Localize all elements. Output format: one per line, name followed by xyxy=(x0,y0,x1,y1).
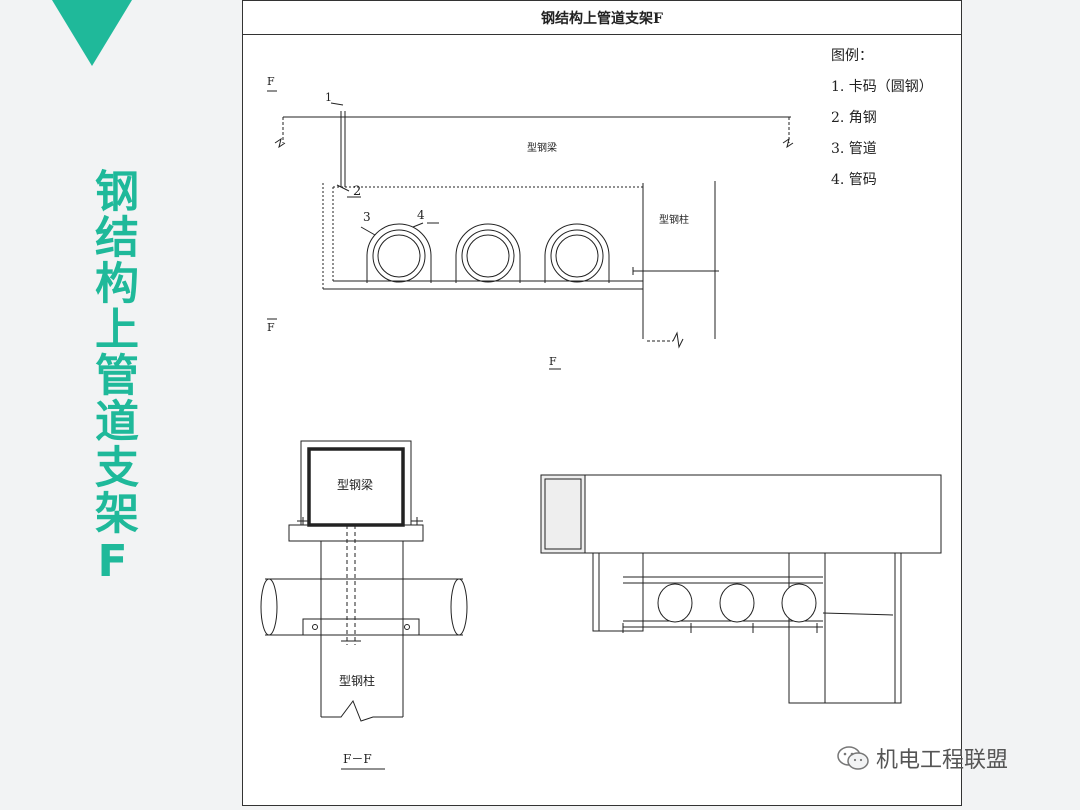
section-view-label: F－F xyxy=(343,752,372,766)
pipe-clamp-2 xyxy=(455,223,521,283)
accent-triangle xyxy=(52,0,132,66)
callout-2: 2 xyxy=(353,184,361,199)
wechat-icon xyxy=(836,745,870,771)
callout-3: 3 xyxy=(363,210,371,224)
legend: 图例： 1. 卡码（圆钢） 2. 角钢 3. 管道 4. 管码 xyxy=(831,45,933,200)
legend-heading: 图例： xyxy=(831,48,873,64)
section-column-break xyxy=(321,699,403,722)
section-lower-plate xyxy=(302,618,420,636)
support-drawing: F F F 型钢梁 型钢柱 1 2 3 4 型钢梁 型钢柱 F－F xyxy=(260,75,942,770)
watermark: 机电工程联盟 xyxy=(836,742,1008,774)
section-mark-bottom: F xyxy=(267,321,275,334)
iso-bracket-end xyxy=(592,552,644,632)
legend-item-2: 2. 角钢 xyxy=(831,110,877,126)
iso-pipe-3 xyxy=(781,583,817,623)
pipe-1 xyxy=(372,229,426,283)
callout-1: 1 xyxy=(325,91,332,104)
iso-pipe-1 xyxy=(657,583,693,623)
column-break xyxy=(672,331,684,349)
pipe-2 xyxy=(461,229,515,283)
section-view xyxy=(260,440,468,770)
pipe-clamp-1 xyxy=(366,223,432,283)
elevation-beam-label: 型钢梁 xyxy=(527,141,557,154)
isometric-view xyxy=(540,474,942,704)
side-title: 钢结构上管道支架F xyxy=(87,168,138,589)
sheet-title: 钢结构上管道支架F xyxy=(243,1,961,35)
beam-break-left xyxy=(274,137,286,149)
watermark-text: 机电工程联盟 xyxy=(876,748,1009,773)
legend-item-4: 4. 管码 xyxy=(831,172,877,188)
section-beam-label: 型钢梁 xyxy=(337,477,373,492)
iso-beam-front xyxy=(540,474,942,554)
section-pipe-end-right xyxy=(450,578,468,636)
iso-pipe-2 xyxy=(719,583,755,623)
pipe-clamp-3 xyxy=(544,223,610,283)
beam-break-right xyxy=(782,137,794,149)
callout-4: 4 xyxy=(417,208,425,222)
section-column-label: 型钢柱 xyxy=(339,673,375,688)
iso-tie-rod xyxy=(822,612,894,616)
drawing-sheet: 钢结构上管道支架F 图例： 1. 卡码（圆钢） 2. 角钢 3. 管道 4. 管… xyxy=(242,0,962,806)
elevation-view-label: F xyxy=(549,355,557,368)
section-pipe-end-left xyxy=(260,578,278,636)
legend-item-1: 1. 卡码（圆钢） xyxy=(831,79,933,95)
elevation-column-label: 型钢柱 xyxy=(659,213,689,226)
section-base-plate xyxy=(288,524,424,542)
elevation-view xyxy=(267,90,794,370)
legend-item-3: 3. 管道 xyxy=(831,141,877,157)
iso-column xyxy=(788,552,902,704)
pipe-3 xyxy=(550,229,604,283)
section-mark-top: F xyxy=(267,75,275,88)
